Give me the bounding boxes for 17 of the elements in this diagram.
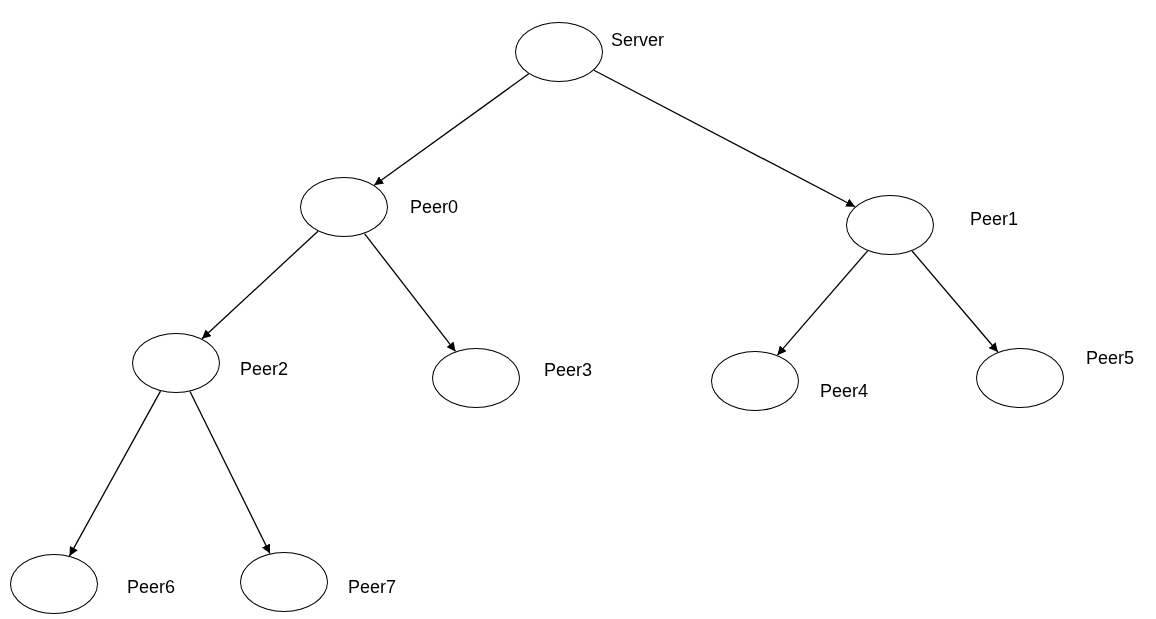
arrow (373, 73, 530, 186)
node-label: Peer2 (240, 358, 289, 380)
node-ellipse (515, 22, 603, 82)
arrow (201, 230, 319, 340)
node-label: Peer7 (348, 576, 397, 598)
arrow (363, 232, 457, 353)
arrow (593, 69, 856, 208)
node-label: Peer0 (410, 196, 459, 218)
node-ellipse (846, 195, 934, 255)
arrow (911, 250, 999, 353)
node-label: Server (611, 29, 664, 51)
node-label: Peer4 (820, 380, 869, 402)
node-label: Peer1 (970, 208, 1019, 230)
node-label: Peer6 (127, 576, 176, 598)
node-label: Peer3 (544, 359, 593, 381)
arrow (776, 250, 869, 356)
node-label: Peer5 (1086, 347, 1135, 369)
